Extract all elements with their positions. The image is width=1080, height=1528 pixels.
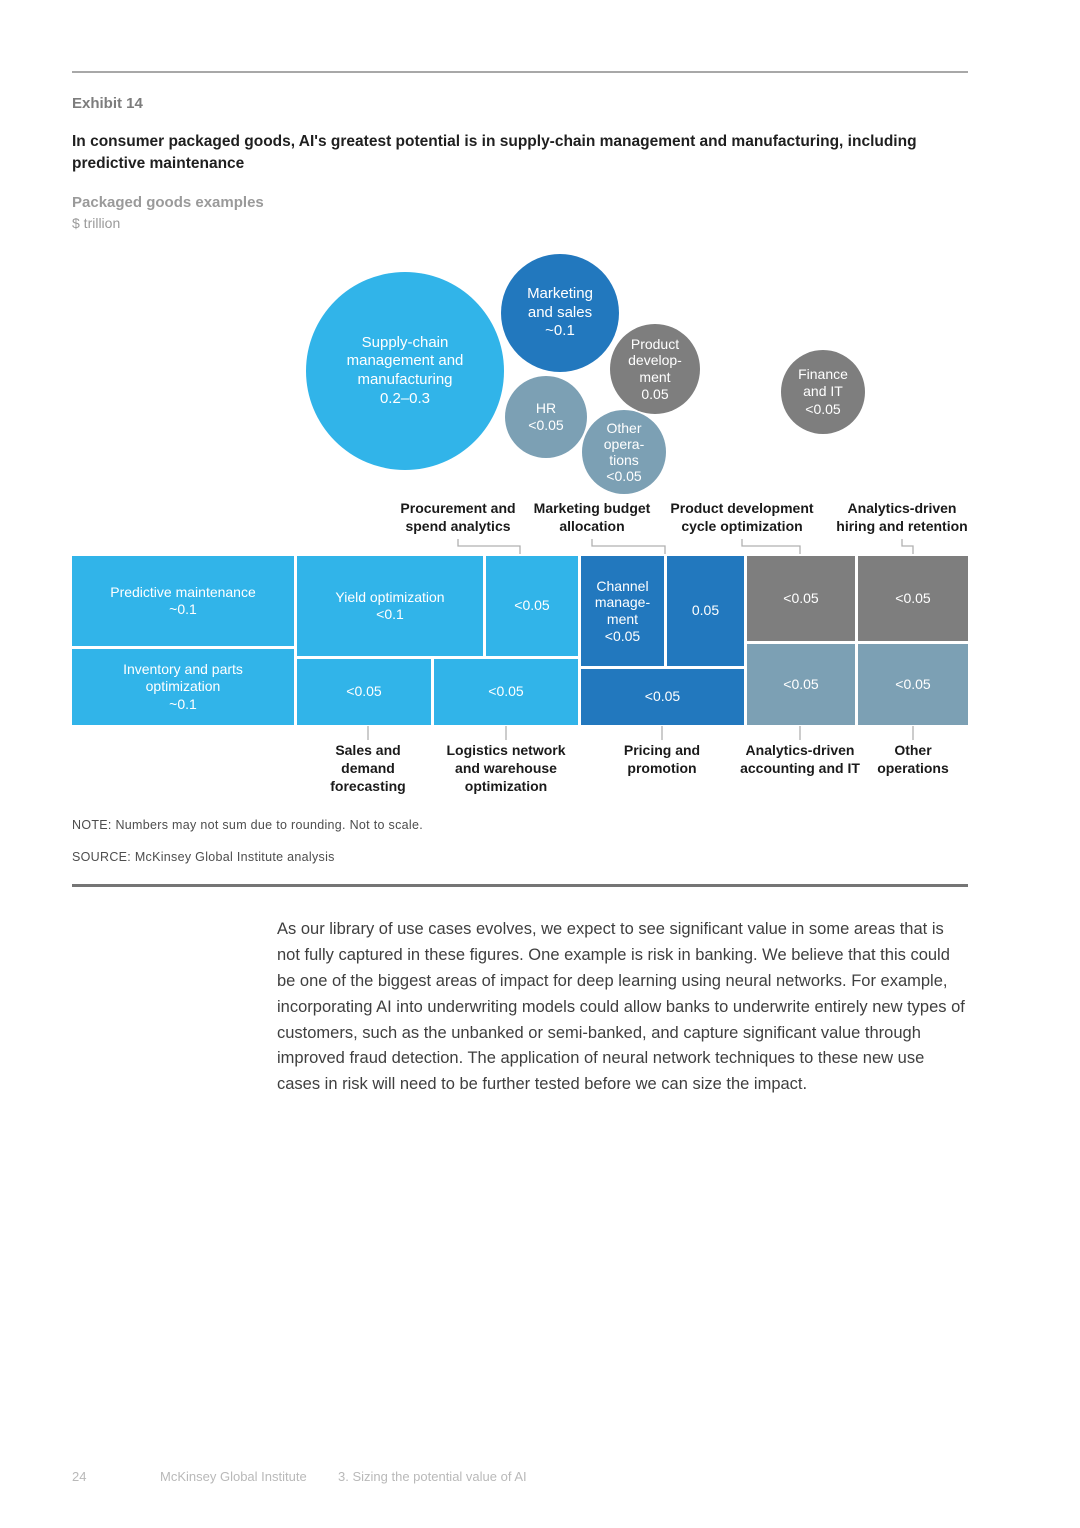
footer-institute: McKinsey Global Institute — [160, 1469, 307, 1484]
treemap-cell-logistics-warehouse-optimization: <0.05 — [434, 659, 578, 725]
exhibit-label: Exhibit 14 — [72, 95, 143, 112]
treemap-cell-procurement-spend-analytics: <0.05 — [486, 556, 578, 656]
bubble-other-operations: Other opera- tions <0.05 — [582, 410, 666, 494]
use-case-label-marketing-budget-allocation: Marketing budget allocation — [533, 500, 651, 534]
treemap-cell-pricing-promotion: <0.05 — [581, 669, 744, 725]
use-case-label-accounting-and-it: Analytics-driven accounting and IT — [740, 742, 860, 776]
exhibit-bottom-divider — [72, 884, 968, 887]
treemap-cell-other-operations: <0.05 — [858, 644, 968, 725]
treemap-cell-channel-management: Channel manage- ment <0.05 — [581, 556, 664, 666]
treemap-cell-marketing-budget-allocation: 0.05 — [667, 556, 744, 666]
use-case-label-logistics-warehouse: Logistics network and warehouse optimiza… — [446, 742, 566, 794]
bubble-supply-chain-management: Supply-chain management and manufacturin… — [306, 272, 504, 470]
treemap-cell-inventory-parts-optimization: Inventory and parts optimization ~0.1 — [72, 649, 294, 725]
treemap-cell-yield-optimization: Yield optimization <0.1 — [297, 556, 483, 656]
footer-chapter: 3. Sizing the potential value of AI — [338, 1469, 527, 1484]
bubble-hr: HR <0.05 — [505, 376, 587, 458]
treemap-cell-sales-demand-forecasting: <0.05 — [297, 659, 431, 725]
body-paragraph: As our library of use cases evolves, we … — [277, 920, 965, 1094]
use-case-label-procurement-spend-analytics: Procurement and spend analytics — [400, 500, 516, 534]
treemap-cell-product-dev-cycle-optimization: <0.05 — [747, 556, 855, 641]
exhibit-title: In consumer packaged goods, AI's greates… — [72, 133, 917, 172]
footer-page-number: 24 — [72, 1469, 87, 1484]
use-case-label-product-development-cycle: Product development cycle optimization — [670, 500, 814, 534]
treemap-cell-accounting-and-it: <0.05 — [747, 644, 855, 725]
use-case-label-pricing-promotion: Pricing and promotion — [623, 742, 701, 776]
chart-source: SOURCE: McKinsey Global Institute analys… — [72, 850, 335, 864]
use-case-label-other-operations: Other operations — [877, 742, 949, 776]
legend-unit: $ trillion — [72, 215, 121, 231]
treemap-cell-hiring-retention: <0.05 — [858, 556, 968, 641]
top-divider — [72, 71, 968, 73]
bubble-product-development: Product develop- ment 0.05 — [610, 324, 700, 414]
legend-title: Packaged goods examples — [72, 194, 264, 211]
chart-note: NOTE: Numbers may not sum due to roundin… — [72, 818, 423, 832]
use-case-label-sales-demand-forecasting: Sales and demand forecasting — [330, 742, 406, 794]
bubble-marketing-and-sales: Marketing and sales ~0.1 — [501, 254, 619, 372]
bubble-finance-and-it: Finance and IT <0.05 — [781, 350, 865, 434]
treemap-cell-predictive-maintenance: Predictive maintenance ~0.1 — [72, 556, 294, 646]
use-case-label-hiring-retention: Analytics-driven hiring and retention — [836, 500, 968, 534]
